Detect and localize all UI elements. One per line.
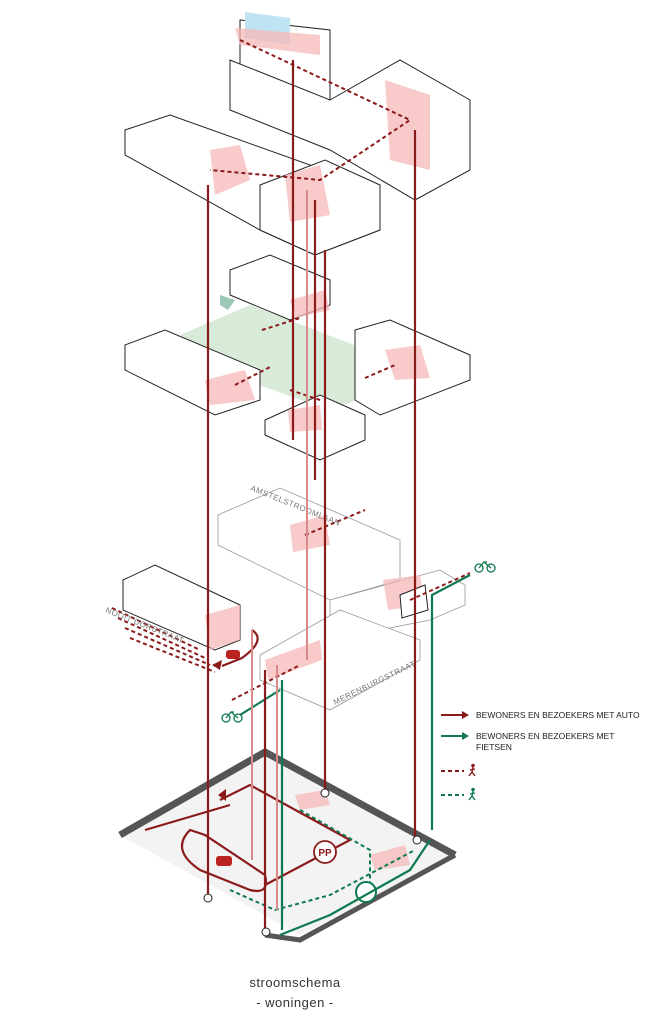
green-pedestrian-icon xyxy=(441,787,476,801)
bike-icon xyxy=(474,561,496,573)
core-node xyxy=(203,893,213,903)
car-icon xyxy=(216,856,232,866)
caption-title: stroomschema xyxy=(249,975,341,990)
courtyard-level xyxy=(124,254,471,461)
legend-item-pedestrian-bike xyxy=(440,787,640,801)
green-arrow-icon xyxy=(441,732,469,740)
bike-icon xyxy=(221,711,243,723)
courtyard-garden xyxy=(180,305,410,410)
red-pedestrian-icon xyxy=(441,763,476,777)
core-node xyxy=(412,835,422,845)
legend-item-bike: BEWONERS EN BEZOEKERS MET FIETSEN xyxy=(440,731,640,753)
ground-level: AMSTELSTROOMLAAN NOOIT DORSTRAAT MERENBU… xyxy=(104,484,496,723)
parking-badge xyxy=(313,840,337,864)
nooit-dorstraat-paths xyxy=(111,607,216,673)
legend-label: BEWONERS EN BEZOEKERS MET AUTO xyxy=(476,710,640,720)
vertical-circulation xyxy=(203,60,434,937)
upper-housing-level xyxy=(124,12,471,256)
parking-badge-label: PP xyxy=(318,848,332,859)
legend-item-auto: BEWONERS EN BEZOEKERS MET AUTO xyxy=(440,710,640,721)
red-arrow-icon xyxy=(441,711,469,719)
legend-item-pedestrian-auto xyxy=(440,763,640,777)
legend-label: BEWONERS EN BEZOEKERS MET FIETSEN xyxy=(476,731,615,752)
parking-level: PP xyxy=(118,747,457,943)
core-node xyxy=(261,927,271,937)
caption-subtitle: - woningen - xyxy=(256,995,334,1010)
core-node xyxy=(320,788,330,798)
legend: BEWONERS EN BEZOEKERS MET AUTO BEWONERS … xyxy=(440,710,640,811)
car-icon xyxy=(226,650,240,659)
